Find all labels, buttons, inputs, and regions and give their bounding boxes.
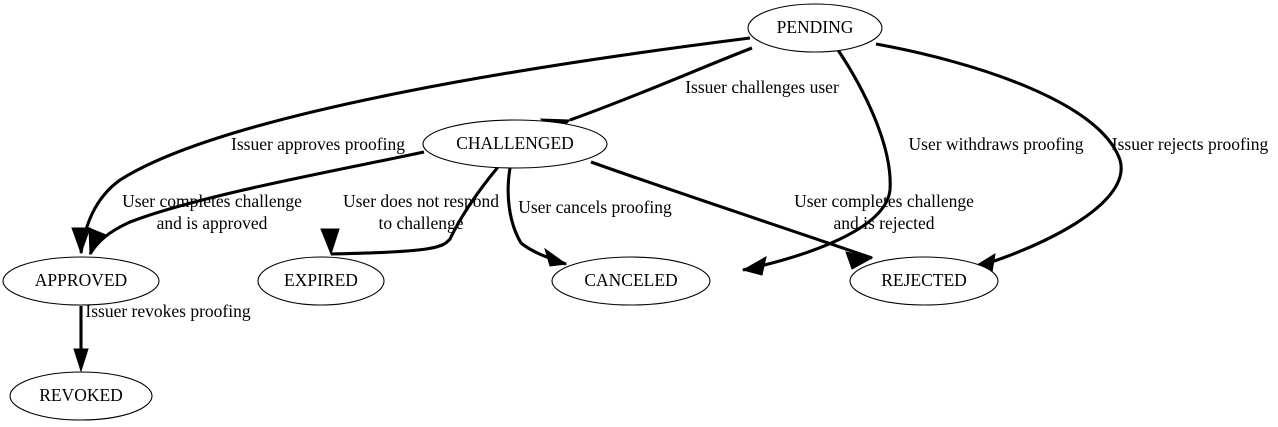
node-ellipse-canceled xyxy=(551,256,711,306)
edge-pending-rejected xyxy=(875,42,1123,273)
state-node-rejected[interactable]: REJECTED xyxy=(849,256,999,306)
state-node-revoked[interactable]: REVOKED xyxy=(9,371,153,421)
edge-label-pending-challenged: Issuer challenges user xyxy=(685,77,839,97)
state-node-challenged[interactable]: CHALLENGED xyxy=(422,119,608,169)
edge-label-approved-revoked: Issuer revokes proofing xyxy=(85,301,250,321)
edge-label-pending-canceled: User withdraws proofing xyxy=(909,134,1084,154)
edge-challenged-approved xyxy=(88,150,425,256)
edge-line-challenged-expired xyxy=(330,166,500,256)
node-ellipse-expired xyxy=(257,256,385,306)
state-node-expired[interactable]: EXPIRED xyxy=(257,256,385,306)
edge-line-pending-canceled xyxy=(742,49,892,272)
edges-layer xyxy=(71,36,1123,373)
arrowhead-icon xyxy=(741,256,767,276)
edge-label-pending-approved: Issuer approves proofing xyxy=(231,134,405,154)
node-ellipse-approved xyxy=(2,256,160,306)
node-label-pending: PENDING xyxy=(777,17,854,37)
arrowhead-icon xyxy=(845,251,874,270)
node-ellipse-revoked xyxy=(9,371,153,421)
nodes-layer: PENDING CHALLENGED APPROVED EXPIRED CANCELED… xyxy=(2,3,999,421)
node-label-challenged: CHALLENGED xyxy=(456,133,574,153)
node-label-revoked: REVOKED xyxy=(39,385,123,405)
node-label-rejected: REJECTED xyxy=(881,270,967,290)
node-label-approved: APPROVED xyxy=(35,270,127,290)
edge-label-pending-rejected: Issuer rejects proofing xyxy=(1112,134,1269,154)
arrowhead-icon xyxy=(544,247,568,267)
edge-line-pending-challenged xyxy=(569,46,753,122)
arrowhead-icon xyxy=(73,348,89,373)
edge-line-pending-rejected xyxy=(875,42,1123,270)
arrowhead-icon xyxy=(88,227,107,256)
edge-pending-canceled xyxy=(741,49,892,276)
state-node-pending[interactable]: PENDING xyxy=(747,3,883,53)
state-node-canceled[interactable]: CANCELED xyxy=(551,256,711,306)
node-label-canceled: CANCELED xyxy=(584,270,677,290)
edge-line-pending-approved xyxy=(79,36,751,254)
node-ellipse-pending xyxy=(747,3,883,53)
state-node-approved[interactable]: APPROVED xyxy=(2,256,160,306)
edge-challenged-expired xyxy=(320,166,500,256)
arrowhead-icon xyxy=(320,228,340,256)
arrowhead-icon xyxy=(71,227,91,255)
edge-approved-revoked xyxy=(73,306,89,373)
edge-challenged-canceled xyxy=(506,167,568,267)
node-label-expired: EXPIRED xyxy=(284,270,358,290)
edge-pending-approved xyxy=(71,36,751,255)
node-ellipse-rejected xyxy=(849,256,999,306)
edge-line-challenged-rejected xyxy=(590,160,873,260)
edge-label-challenged-canceled: User cancels proofing xyxy=(518,197,672,217)
node-ellipse-challenged xyxy=(422,119,608,169)
edge-challenged-rejected xyxy=(590,160,874,270)
